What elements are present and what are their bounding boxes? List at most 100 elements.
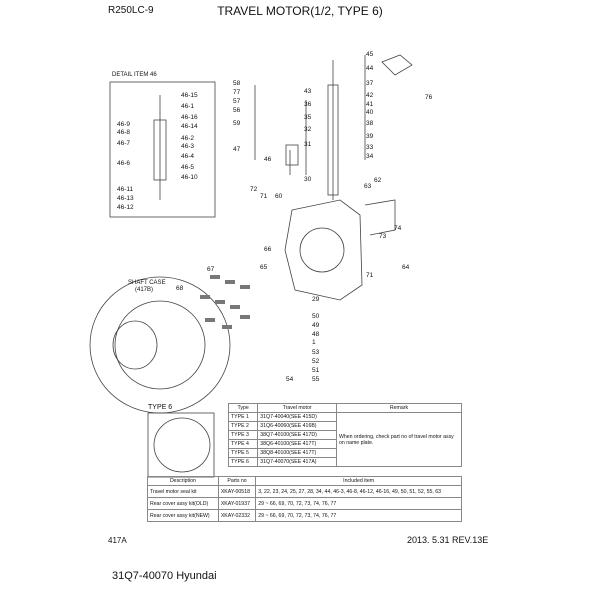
callout-46-8: 46-8 xyxy=(117,129,131,136)
callout-30: 30 xyxy=(304,176,312,183)
callout-47: 47 xyxy=(233,146,241,153)
cell: TYPE 6 xyxy=(227,457,259,467)
footer-caption: 31Q7-40070 Hyundai xyxy=(112,570,217,582)
shaft-case-ref: (417B) xyxy=(135,287,154,293)
callout-46-4: 46-4 xyxy=(181,153,195,160)
model-label: R250LC-9 xyxy=(108,5,154,16)
cell: TYPE 1 xyxy=(227,412,259,422)
callout-1: 1 xyxy=(312,339,316,346)
cell: TYPE 4 xyxy=(227,439,259,449)
cell: 29 ~ 66, 69, 70, 72, 73, 74, 76, 77 xyxy=(255,509,462,522)
cell: 29 ~ 66, 69, 70, 72, 73, 74, 76, 77 xyxy=(255,497,462,510)
callout-46-13: 46-13 xyxy=(117,195,134,202)
callout-44: 44 xyxy=(366,65,374,72)
callout-46-14: 46-14 xyxy=(181,123,198,130)
callout-46-5: 46-5 xyxy=(181,164,195,171)
callout-66: 66 xyxy=(264,246,272,253)
callout-68: 68 xyxy=(176,285,184,292)
col-header: Included item xyxy=(255,476,462,486)
page-number: 417A xyxy=(108,536,127,545)
remark-cell: When ordering, check part no of travel m… xyxy=(336,412,462,467)
callout-37: 37 xyxy=(366,80,374,87)
shaft-case xyxy=(89,276,231,414)
callout-46-11: 46-11 xyxy=(117,186,134,193)
callout-49: 49 xyxy=(312,322,320,329)
callout-46-6: 46-6 xyxy=(117,160,131,167)
callout-29: 29 xyxy=(312,296,320,303)
col-header: Parts no xyxy=(217,476,257,486)
callout-46-7: 46-7 xyxy=(117,140,131,147)
callout-35: 35 xyxy=(304,114,312,121)
col-header: Remark xyxy=(336,403,462,413)
revision-date: 2013. 5.31 REV.13E xyxy=(407,535,489,545)
cell: 38Q7-40100(SEE 417D) xyxy=(257,430,337,440)
cell: Travel motor seal kit xyxy=(147,485,219,498)
callout-31: 31 xyxy=(304,141,312,148)
callout-39: 39 xyxy=(366,133,374,140)
callout-51: 51 xyxy=(312,367,320,374)
callout-46-10: 46-10 xyxy=(181,174,198,181)
callout-76: 76 xyxy=(425,94,433,101)
callout-52: 52 xyxy=(312,358,320,365)
callout-38: 38 xyxy=(366,120,374,127)
callout-54: 54 xyxy=(286,376,294,383)
col-header: Travel motor xyxy=(257,403,337,413)
cell: TYPE 3 xyxy=(227,430,259,440)
callout-46-9: 46-9 xyxy=(117,121,131,128)
callout-43: 43 xyxy=(304,88,312,95)
callout-46-16: 46-16 xyxy=(181,114,198,121)
callout-46-12: 46-12 xyxy=(117,204,134,211)
shaft-case-label: SHAFT CASE xyxy=(128,280,166,286)
rear-cover xyxy=(284,199,363,301)
page-title: TRAVEL MOTOR(1/2, TYPE 6) xyxy=(217,4,383,18)
callout-46-15: 46-15 xyxy=(181,92,198,99)
cell: Rear cover assy kit(OLD) xyxy=(147,497,219,510)
callout-59: 59 xyxy=(233,120,241,127)
callout-50: 50 xyxy=(312,313,320,320)
cell: Rear cover assy kit(NEW) xyxy=(147,509,219,522)
cell: 3, 22, 23, 24, 25, 27, 28, 34, 44, 46-3,… xyxy=(255,485,462,498)
callout-45: 45 xyxy=(366,51,374,58)
callout-32: 32 xyxy=(304,126,312,133)
callout-36: 36 xyxy=(304,101,312,108)
cell: XKAY-01937 xyxy=(217,497,257,510)
callout-58: 58 xyxy=(233,80,241,87)
col-header: Description xyxy=(147,476,219,486)
callout-71: 71 xyxy=(366,272,374,279)
callout-46-1: 46-1 xyxy=(181,103,195,110)
callout-62: 62 xyxy=(374,177,382,184)
col-header: Type xyxy=(227,403,259,413)
callout-60: 60 xyxy=(275,193,283,200)
callout-74: 74 xyxy=(394,225,402,232)
callout-77: 77 xyxy=(233,89,241,96)
callout-67: 67 xyxy=(207,266,215,273)
callout-55: 55 xyxy=(312,376,320,383)
cell: XKAY-00518 xyxy=(217,485,257,498)
detail-46-frame xyxy=(109,81,216,218)
callout-63: 63 xyxy=(364,183,372,190)
callout-48: 48 xyxy=(312,331,320,338)
callout-40: 40 xyxy=(366,109,374,116)
cell: XKAY-02332 xyxy=(217,509,257,522)
callout-46-3: 46-3 xyxy=(181,143,195,150)
cell: 31Q7-40070(SEE 417A) xyxy=(257,457,337,467)
cell: 38Q8-40100(SEE 417T) xyxy=(257,448,337,458)
callout-56: 56 xyxy=(233,107,241,114)
cell: TYPE 2 xyxy=(227,421,259,431)
callout-33: 33 xyxy=(366,144,374,151)
callout-34: 34 xyxy=(366,153,374,160)
callout-53: 53 xyxy=(312,349,320,356)
cell: 31Q6-40060(SEE 416B) xyxy=(257,421,337,431)
callout-73: 73 xyxy=(379,233,387,240)
callout-46-2: 46-2 xyxy=(181,135,195,142)
type6-label: TYPE 6 xyxy=(148,404,173,411)
callout-57: 57 xyxy=(233,98,241,105)
callout-64: 64 xyxy=(402,264,410,271)
callout-71: 71 xyxy=(260,193,268,200)
